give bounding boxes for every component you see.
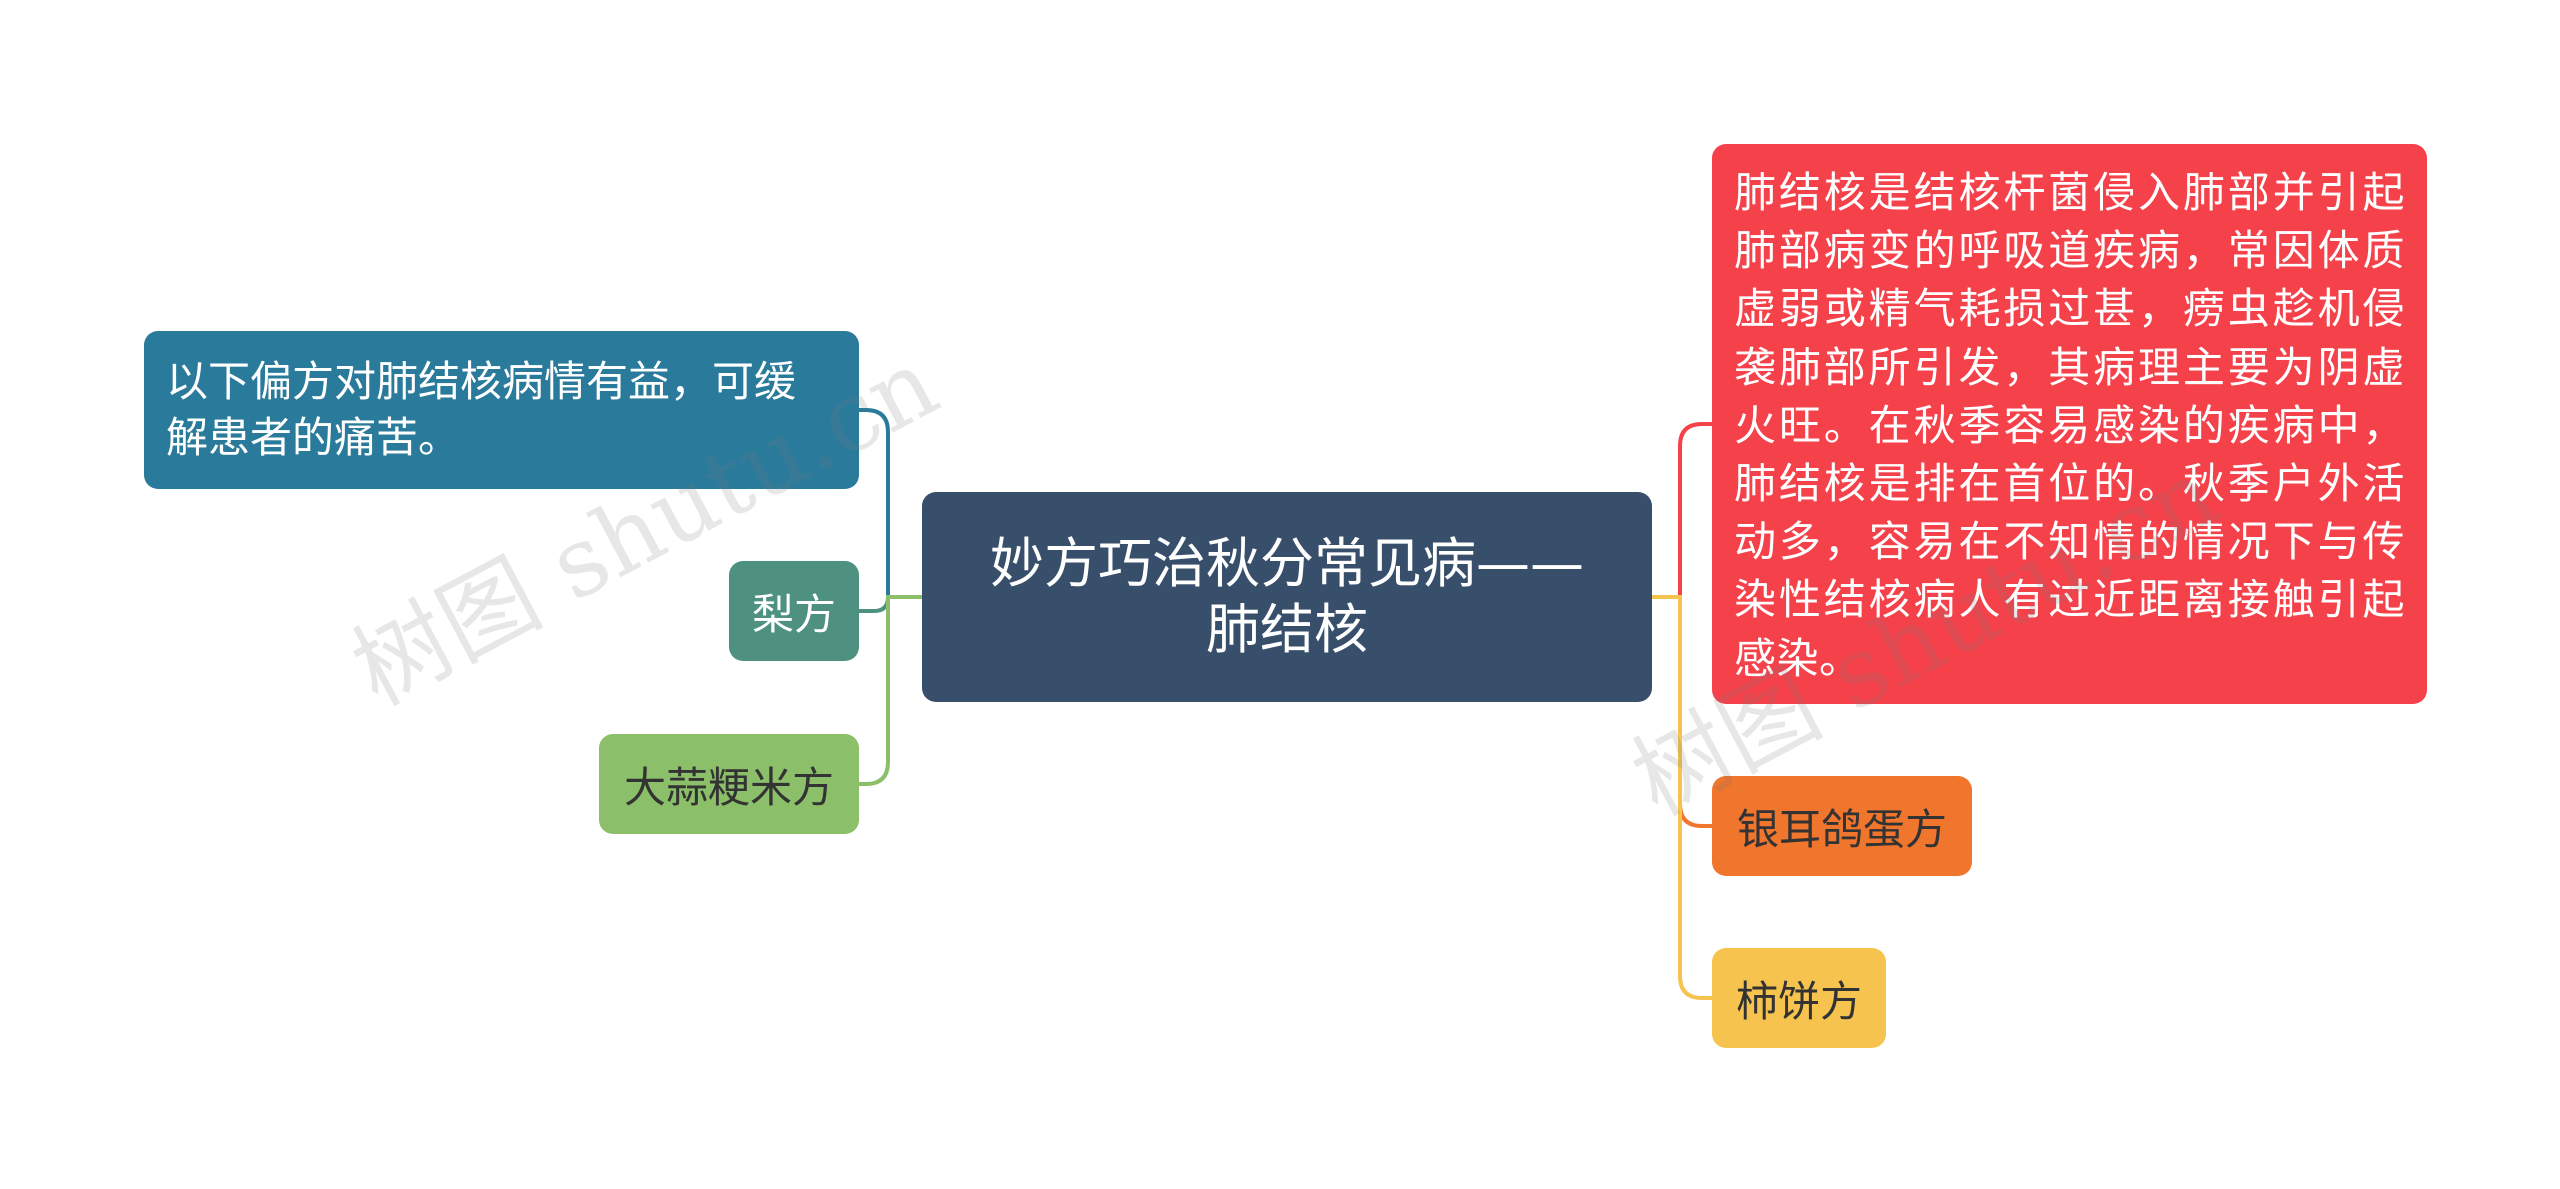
connector-left-intro bbox=[859, 408, 922, 599]
topic-tremella-egg-remedy[interactable]: 银耳鸽蛋方 bbox=[1712, 776, 1972, 876]
topic-persimmon-remedy[interactable]: 柿饼方 bbox=[1712, 948, 1886, 1048]
topic-pear-remedy[interactable]: 梨方 bbox=[729, 561, 859, 661]
connector-left-garlic bbox=[859, 595, 922, 786]
central-topic[interactable]: 妙方巧治秋分常见病—— 肺结核 bbox=[922, 492, 1652, 702]
topic-intro-line2: 解患者的痛苦。 bbox=[166, 413, 461, 462]
topic-description-text: 肺结核是结核杆菌侵入肺部并引起肺部病变的呼吸道疾病，常因体质虚弱或精气耗损过甚，… bbox=[1734, 168, 2405, 683]
central-topic-text: 妙方巧治秋分常见病—— 肺结核 bbox=[990, 531, 1584, 663]
central-topic-line2: 肺结核 bbox=[1206, 598, 1368, 661]
topic-pear-remedy-label: 梨方 bbox=[751, 589, 836, 639]
central-topic-line1: 妙方巧治秋分常见病—— bbox=[990, 532, 1584, 595]
connector-left-pear bbox=[859, 595, 922, 613]
topic-description[interactable]: 肺结核是结核杆菌侵入肺部并引起肺部病变的呼吸道疾病，常因体质虚弱或精气耗损过甚，… bbox=[1712, 144, 2427, 704]
topic-intro-text: 以下偏方对肺结核病情有益，可缓 解患者的痛苦。 bbox=[166, 354, 796, 466]
topic-garlic-rice-remedy[interactable]: 大蒜粳米方 bbox=[599, 734, 859, 834]
topic-tremella-egg-remedy-label: 银耳鸽蛋方 bbox=[1736, 804, 1947, 854]
connector-right-desc bbox=[1652, 422, 1712, 599]
topic-garlic-rice-remedy-label: 大蒜粳米方 bbox=[623, 762, 834, 812]
connector-right-persimmon bbox=[1652, 595, 1712, 1000]
topic-persimmon-remedy-label: 柿饼方 bbox=[1735, 976, 1862, 1026]
topic-intro-line1: 以下偏方对肺结核病情有益，可缓 bbox=[166, 357, 797, 406]
topic-intro[interactable]: 以下偏方对肺结核病情有益，可缓 解患者的痛苦。 bbox=[144, 331, 859, 489]
